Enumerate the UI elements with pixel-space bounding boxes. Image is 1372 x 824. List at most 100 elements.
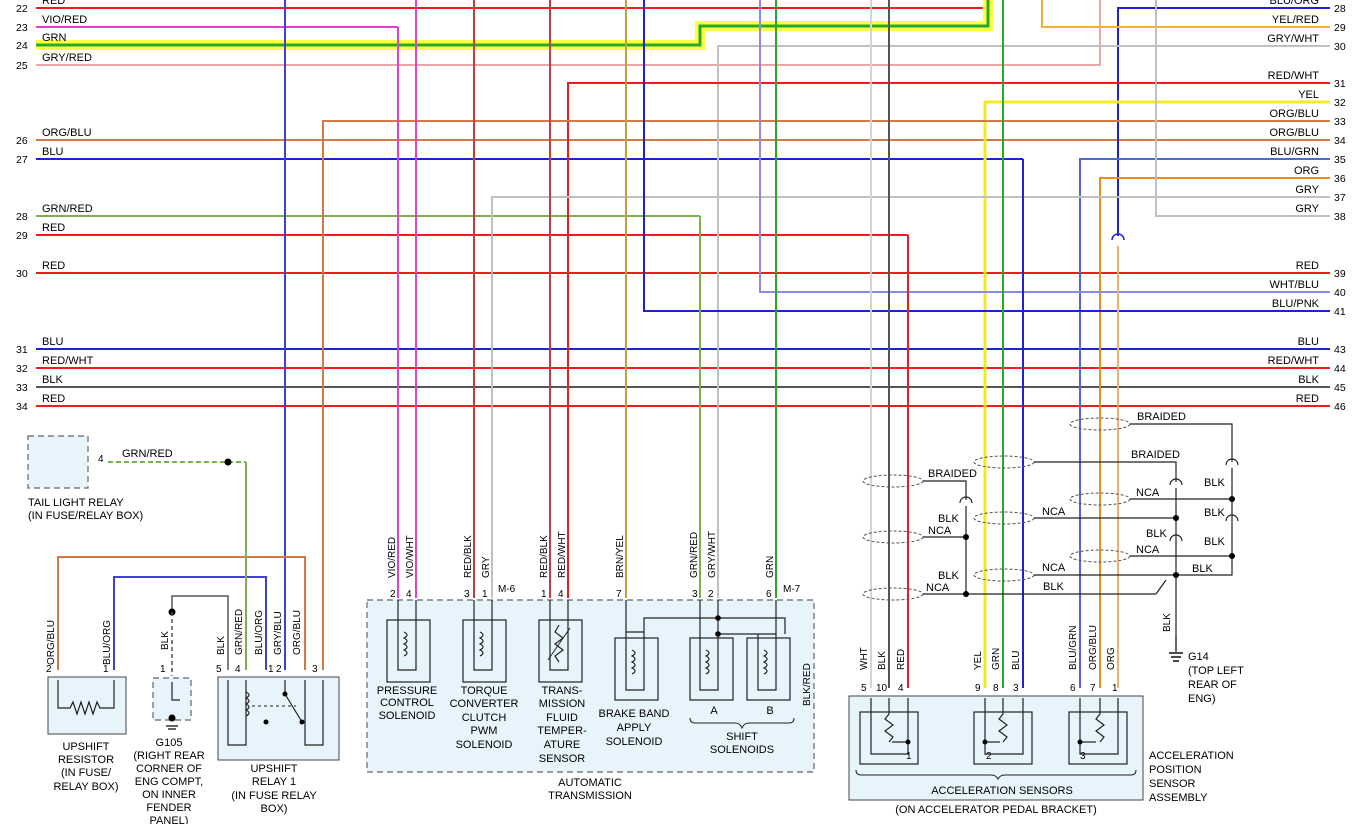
accel-sensor-3-dot [1077, 739, 1083, 745]
right-row-label-46: RED [1296, 393, 1319, 405]
wire-row-r37 [491, 196, 1330, 598]
g105-loc-5: FENDER [146, 802, 191, 814]
left-row-num-29: 29 [16, 230, 28, 242]
transmission-box [366, 599, 815, 773]
tft-resistor [554, 624, 564, 663]
relay-wire-blk: BLK [216, 636, 227, 655]
accel-pin-3: 3 [1013, 683, 1019, 694]
relay-title-3: (IN FUSE RELAY [231, 790, 317, 802]
trans-wire-red-blk-a: RED/BLK [463, 535, 474, 578]
left-row-num-32: 32 [16, 363, 28, 375]
left-row-num-31: 31 [16, 344, 28, 356]
connector-m6: M-6 [498, 584, 516, 595]
shift-solenoid-a [689, 637, 734, 701]
resistor-pin-2: 2 [46, 664, 52, 675]
resistor-title-4: RELAY BOX) [53, 781, 118, 793]
blk-label-3: BLK [1043, 581, 1064, 593]
braided-label-3: BRAIDED [1137, 411, 1186, 423]
tft-label-5: ATURE [544, 739, 580, 751]
tft-arrow [547, 627, 571, 661]
accel-wire-blu-grn: BLU/GRN [1068, 626, 1079, 670]
left-row-num-27: 27 [16, 154, 28, 166]
pcs-label-1: PRESSURE [377, 685, 438, 697]
g105-wire-blk: BLK [160, 631, 171, 650]
right-row-label-37: GRY [1295, 184, 1319, 196]
ssa-coil [704, 649, 710, 675]
accel-sensor-1-res [884, 698, 894, 743]
right-row-num-39: 39 [1334, 268, 1346, 280]
resistor-title-3: (IN FUSE/ [61, 767, 112, 779]
drain-dot-5 [1229, 496, 1235, 502]
wire-org-blu-resistor [57, 556, 306, 670]
accel-position-sensor-assembly: WHT BLK RED YEL GRN BLU BLU/GRN ORG/BLU … [848, 625, 1234, 816]
right-row-num-33: 33 [1334, 116, 1346, 128]
relay-contact-dot-3 [299, 719, 305, 725]
g105-loc-3: ENG COMPT, [135, 776, 203, 788]
trans-wire-gry-wht: GRY/WHT [707, 531, 718, 578]
right-row-num-28: 28 [1334, 3, 1346, 15]
bb-label-3: SOLENOID [606, 736, 663, 748]
shift-label-2: SOLENOIDS [710, 744, 774, 756]
right-row-label-40: WHT/BLU [1270, 279, 1320, 291]
accel-sensor-2-dot [982, 739, 988, 745]
nca-label-6: NCA [1136, 544, 1160, 556]
drain-cross-c [1225, 458, 1239, 466]
torque-converter-clutch-solenoid [462, 619, 507, 683]
bb-label-1: BRAKE BAND [599, 708, 670, 720]
vertical-wires [57, 0, 1125, 688]
left-row-label-23: VIO/RED [42, 14, 87, 26]
nca-label-2: NCA [926, 582, 950, 594]
trans-pin-1b: 1 [541, 589, 547, 600]
left-row-label-26: ORG/BLU [42, 127, 92, 139]
left-row-label-30: RED [42, 260, 65, 272]
upshift-resistor: ORG/BLU BLU/ORG 2 1 UPSHIFT RESISTOR (IN… [46, 620, 127, 793]
trans-wire-gry: GRY [481, 556, 492, 578]
wire-row-r36 [1099, 177, 1330, 688]
g14-name: G14 [1188, 651, 1209, 663]
right-row-num-34: 34 [1334, 135, 1346, 147]
resistor-pin-1: 1 [103, 664, 109, 675]
connector-m7: M-7 [783, 584, 801, 595]
tail-light-relay-box [27, 435, 89, 489]
relay-pin-3: 3 [312, 664, 318, 675]
relay-wire-org-blu: ORG/BLU [292, 610, 303, 655]
relay-wire-gry-blu: GRY/BLU [273, 611, 284, 655]
right-row-label-39: RED [1296, 260, 1319, 272]
g105-symbol [171, 682, 180, 701]
left-row-label-25: GRY/RED [42, 52, 92, 64]
tail-light-relay-wire-label: GRN/RED [122, 448, 173, 460]
tcc-label-2: CONVERTER [450, 698, 519, 710]
wire-row-r30 [717, 45, 1330, 598]
bb-coil [630, 649, 636, 675]
pressure-control-solenoid [386, 619, 431, 683]
braided-label-1: BRAIDED [928, 468, 977, 480]
accel-wire-wht: WHT [859, 647, 870, 670]
resistor-title-1: UPSHIFT [62, 741, 109, 753]
trans-pin-4b: 4 [558, 589, 564, 600]
accel-sensor-1-num: 1 [906, 751, 912, 762]
drain-dot-6 [1229, 553, 1235, 559]
accel-assembly-4: ASSEMBLY [1149, 792, 1208, 804]
trans-pin-6: 6 [766, 589, 772, 600]
trans-wire-grn: GRN [765, 556, 776, 578]
relay-pin-2: 2 [276, 664, 282, 675]
wire-row-r33 [322, 120, 1330, 670]
drain-cross-a [959, 496, 973, 504]
tft-label-2: MISSION [539, 698, 586, 710]
blk-label-1: BLK [938, 513, 959, 525]
relay-wire-blu-org: BLU/ORG [254, 610, 265, 655]
bb-label-2: APPLY [617, 722, 652, 734]
right-row-label-41: BLU/PNK [1272, 298, 1320, 310]
trans-wire-grn-red: GRN/RED [689, 532, 700, 578]
right-row-label-34: ORG/BLU [1269, 127, 1319, 139]
relay-switch [284, 693, 303, 723]
tft-label-3: FLUID [546, 712, 578, 724]
wire-org-crossover [1111, 233, 1125, 241]
pcs-coil [402, 631, 408, 657]
tft-label-4: TEMPER- [537, 725, 587, 737]
drain-col-c [1176, 468, 1233, 576]
relay-title-4: BOX) [261, 803, 288, 815]
drain-1 [923, 480, 967, 500]
nca-label-3: NCA [1042, 506, 1066, 518]
wire-row-24-highlight [36, 0, 993, 50]
